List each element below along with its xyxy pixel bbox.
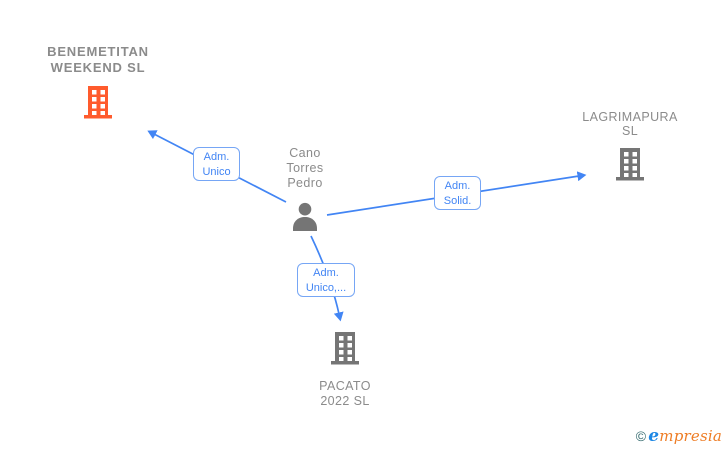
building-icon (84, 86, 112, 119)
edge-label-adm-solid: Adm. Solid. (434, 176, 481, 210)
building-icon (331, 332, 359, 365)
company-name-pacato: PACATO 2022 SL (319, 379, 371, 408)
company-node-lagrimapura[interactable]: LAGRIMAPURA SL (550, 110, 710, 186)
person-icon (293, 202, 317, 231)
company-name-benemetitan: BENEMETITAN WEEKEND SL (47, 44, 149, 75)
copyright-symbol: © (635, 428, 647, 444)
company-name-lagrimapura: LAGRIMAPURA SL (582, 110, 678, 138)
brand-logo-text: mpresia (659, 427, 722, 445)
edge-label-adm-unico: Adm. Unico (193, 147, 240, 181)
company-node-pacato[interactable]: PACATO 2022 SL (265, 331, 425, 409)
person-node-cano-torres-pedro[interactable]: Cano Torres Pedro (225, 146, 385, 237)
building-icon (616, 148, 644, 181)
brand-logo-e: e (648, 426, 660, 446)
edge-label-adm-unico-more: Adm. Unico,... (297, 263, 355, 297)
company-node-benemetitan[interactable]: BENEMETITAN WEEKEND SL (18, 44, 178, 124)
person-name: Cano Torres Pedro (286, 146, 324, 190)
empresia-brand-link[interactable]: ©empresia (636, 426, 722, 446)
